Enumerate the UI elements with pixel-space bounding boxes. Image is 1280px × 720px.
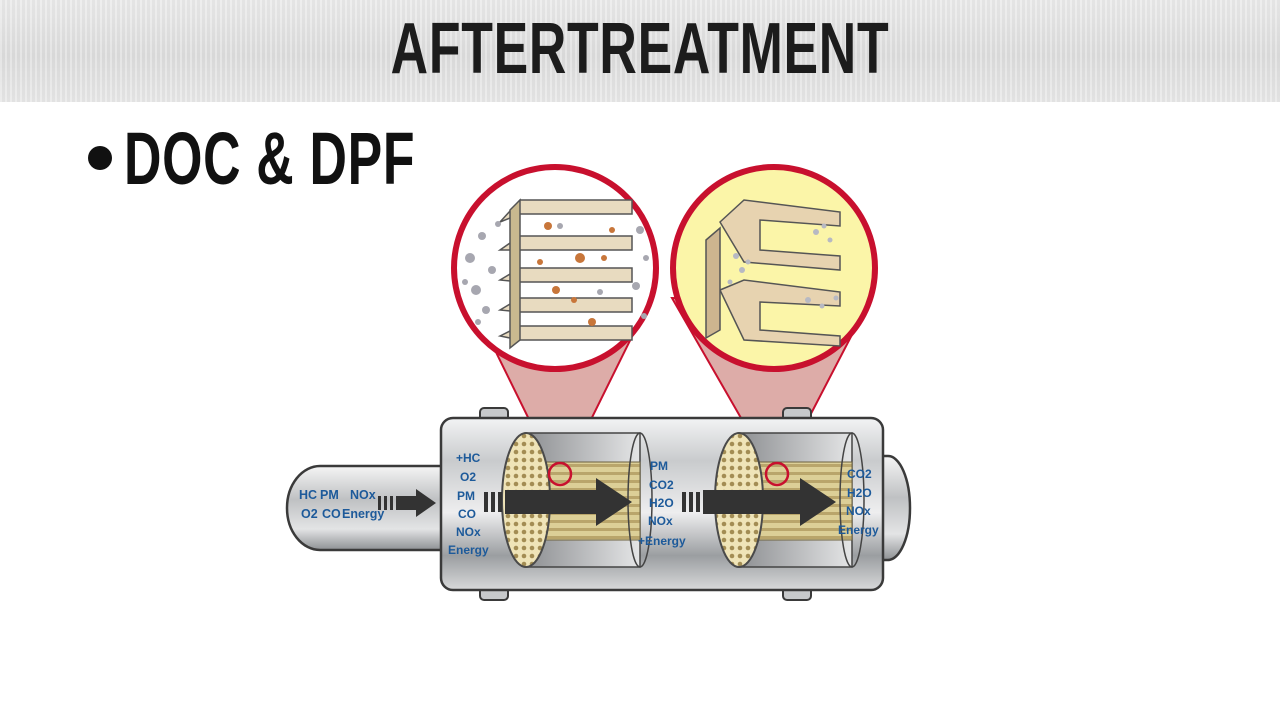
pre-doc-label-nox: NOx xyxy=(456,525,481,539)
bullet-text: DOC & DPF xyxy=(124,116,416,200)
mid-label-energy: +Energy xyxy=(638,534,686,548)
outlet-label-energy: Energy xyxy=(838,523,879,537)
inlet-label-hc: HC xyxy=(299,488,317,502)
inlet-label-o2: O2 xyxy=(301,507,318,521)
inlet-label-pm: PM xyxy=(320,488,339,502)
mid-label-pm: PM xyxy=(650,459,668,473)
doc-zoom-circle xyxy=(451,164,659,372)
dpf-focus-ring xyxy=(764,461,790,487)
outlet-label-h2o: H2O xyxy=(847,486,872,500)
flow-arrow-dpf-icon xyxy=(682,478,836,526)
page-title: AFTERTREATMENT xyxy=(390,9,890,89)
inlet-label-energy: Energy xyxy=(342,507,384,521)
header-band xyxy=(0,0,1280,102)
bullet-dot-icon xyxy=(88,146,112,170)
flow-arrow-inlet-icon xyxy=(378,489,436,517)
inlet-pipe xyxy=(285,464,448,552)
outlet-label-nox: NOx xyxy=(846,504,871,518)
flow-arrow-doc-icon xyxy=(484,478,632,526)
mid-label-co2: CO2 xyxy=(649,478,674,492)
inlet-label-co: CO xyxy=(322,507,341,521)
mid-label-h2o: H2O xyxy=(649,496,674,510)
outlet-label-co2: CO2 xyxy=(847,467,872,481)
pre-doc-label-energy: Energy xyxy=(448,543,489,557)
pre-doc-label-o2: O2 xyxy=(460,470,476,484)
bullet-item: DOC & DPF xyxy=(88,116,540,200)
dpf-zoom-circle xyxy=(670,164,878,372)
pre-doc-label-co: CO xyxy=(458,507,476,521)
inlet-label-nox: NOx xyxy=(350,488,376,502)
mid-label-nox: NOx xyxy=(648,514,673,528)
pre-doc-label-hc: +HC xyxy=(456,451,481,465)
doc-focus-ring xyxy=(547,461,573,487)
pre-doc-label-pm: PM xyxy=(457,489,475,503)
